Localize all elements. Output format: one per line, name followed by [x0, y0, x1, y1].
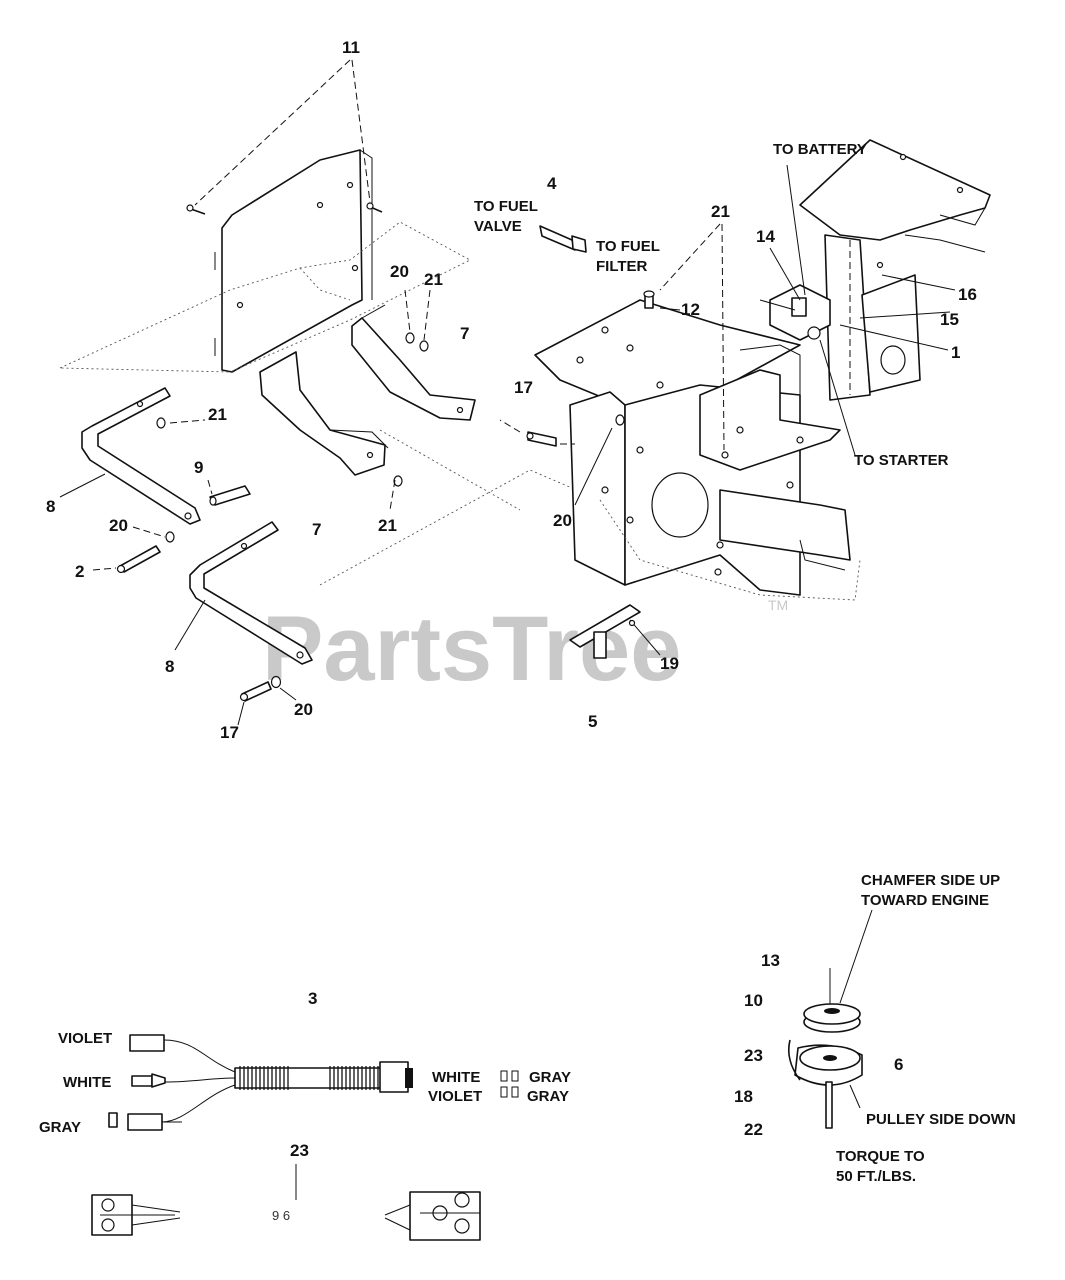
- callout-15: 15: [940, 310, 959, 329]
- wire-label-white-out: WHITE: [432, 1069, 480, 1086]
- note-torque-1: TORQUE TO: [836, 1148, 925, 1165]
- callout-7: 7: [460, 324, 469, 343]
- callout-1: 1: [951, 343, 960, 362]
- callout-7: 7: [312, 520, 321, 539]
- bolt-17-upper: [526, 431, 557, 447]
- callout-21: 21: [208, 405, 227, 424]
- bolt-2: [116, 545, 161, 574]
- callout-21: 21: [378, 516, 397, 535]
- callout-5: 5: [588, 712, 597, 731]
- wire-label-gray: GRAY: [39, 1119, 81, 1136]
- callout-17: 17: [514, 378, 533, 397]
- wire-label-gray-out-1: GRAY: [529, 1069, 571, 1086]
- note-to-fuel-filter-1: TO FUEL: [596, 238, 660, 255]
- wire-label-white: WHITE: [63, 1074, 111, 1091]
- callout-8: 8: [46, 497, 55, 516]
- callout-20: 20: [390, 262, 409, 281]
- callout-2: 2: [75, 562, 84, 581]
- bar-8-upper: [81, 387, 201, 525]
- callout-8: 8: [165, 657, 174, 676]
- note-chamfer-2: TOWARD ENGINE: [861, 892, 989, 909]
- bracket-19: [569, 604, 661, 659]
- callout-13: 13: [761, 951, 780, 970]
- engine-shroud: [799, 139, 991, 401]
- callout-20: 20: [553, 511, 572, 530]
- callout-20: 20: [294, 700, 313, 719]
- callout-21: 21: [424, 270, 443, 289]
- bolt-17-lower: [239, 681, 272, 702]
- note-torque-2: 50 FT./LBS.: [836, 1168, 916, 1185]
- callout-9: 9: [194, 458, 203, 477]
- assembly-notes: TO FUEL VALVE TO FUEL FILTER TO BATTERY …: [474, 141, 1016, 1185]
- wire-label-violet-out: VIOLET: [428, 1088, 482, 1105]
- wire-harness-3: [108, 1034, 519, 1131]
- bracket-7-lower: [259, 351, 389, 476]
- callout-labels: 11 4 21 14 20 21 12 16 15 7 1 17 21 9 8 …: [46, 38, 977, 1160]
- wire-labels: VIOLET WHITE GRAY WHITE VIOLET GRAY GRAY: [39, 1030, 571, 1136]
- callout-21: 21: [711, 202, 730, 221]
- callout-22: 22: [744, 1120, 763, 1139]
- wire-label-gray-out-2: GRAY: [527, 1088, 569, 1105]
- callout-11: 11: [342, 38, 360, 57]
- note-chamfer-1: CHAMFER SIDE UP: [861, 872, 1000, 889]
- note-to-fuel-valve-2: VALVE: [474, 218, 522, 235]
- wire-label-violet: VIOLET: [58, 1030, 112, 1047]
- callout-18: 18: [734, 1087, 753, 1106]
- connector-23-group: 9 6: [91, 1164, 481, 1241]
- svg-text:9 6: 9 6: [272, 1208, 290, 1223]
- callout-10: 10: [744, 991, 763, 1010]
- callout-20: 20: [109, 516, 128, 535]
- callout-6: 6: [894, 1055, 903, 1074]
- clutch-assembly: [787, 909, 873, 1129]
- callout-4: 4: [547, 174, 557, 193]
- bar-8-lower: [189, 521, 313, 665]
- callout-17: 17: [220, 723, 239, 742]
- frame-assembly: [534, 299, 861, 601]
- callout-3: 3: [308, 989, 317, 1008]
- watermark-trademark: TM: [768, 597, 788, 613]
- callout-14: 14: [756, 227, 775, 246]
- note-to-fuel-filter-2: FILTER: [596, 258, 648, 275]
- callout-23: 23: [744, 1046, 763, 1065]
- note-to-battery: TO BATTERY: [773, 141, 867, 158]
- note-to-fuel-valve-1: TO FUEL: [474, 198, 538, 215]
- solenoid: [759, 284, 831, 341]
- callout-19: 19: [660, 654, 679, 673]
- note-pulley-side-down: PULLEY SIDE DOWN: [866, 1111, 1016, 1128]
- note-to-starter: TO STARTER: [854, 452, 949, 469]
- fuel-line-4: [539, 225, 587, 253]
- callout-23: 23: [290, 1141, 309, 1160]
- callout-12: 12: [681, 300, 700, 319]
- bolt-12: [643, 290, 655, 309]
- callout-16: 16: [958, 285, 977, 304]
- spacer-9: [209, 485, 251, 506]
- mounting-plate-part: [186, 149, 383, 373]
- bracket-7-upper: [351, 304, 476, 421]
